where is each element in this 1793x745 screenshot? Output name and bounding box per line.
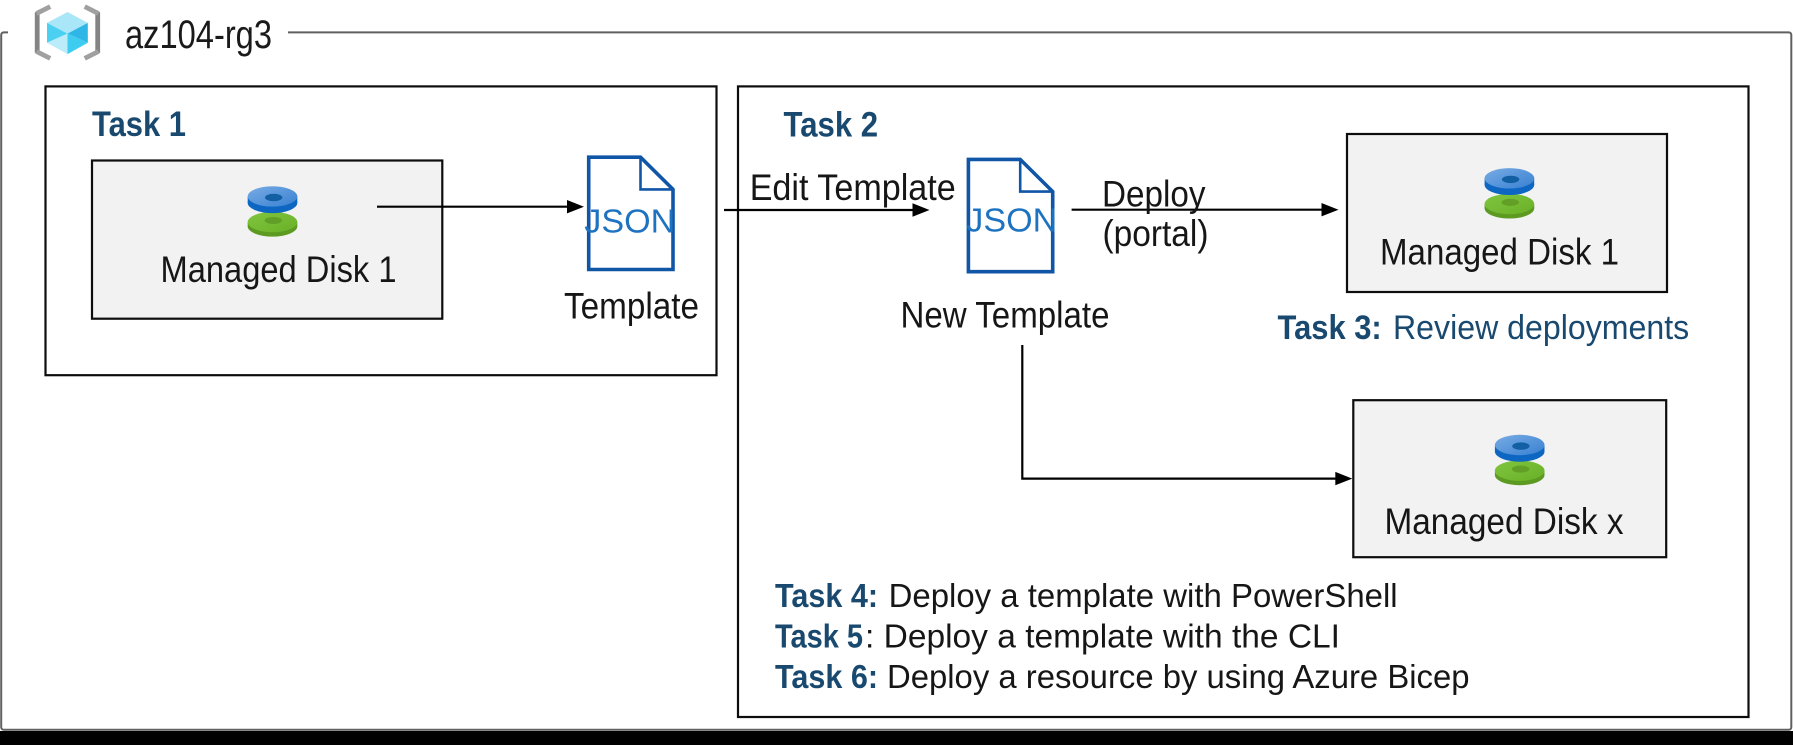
svg-text:Task 5: Task 5 (775, 618, 863, 655)
svg-text:Task 1: Task 1 (92, 105, 186, 144)
svg-text:Deploy a resource by using Azu: Deploy a resource by using Azure Bicep (887, 658, 1470, 695)
svg-text:Managed Disk 1: Managed Disk 1 (1380, 231, 1619, 272)
svg-text:Managed Disk 1: Managed Disk 1 (161, 249, 397, 290)
svg-text:(portal): (portal) (1103, 213, 1209, 254)
svg-text:Task 3:: Task 3: (1278, 309, 1382, 347)
svg-text:Review deployments: Review deployments (1393, 309, 1689, 347)
svg-text:JSON: JSON (584, 202, 675, 239)
svg-text:Managed Disk x: Managed Disk x (1385, 501, 1624, 542)
svg-text:JSON: JSON (966, 202, 1057, 239)
svg-text:Task 4:: Task 4: (775, 577, 878, 614)
svg-text:Task 2: Task 2 (784, 105, 879, 144)
svg-text:Deploy a template with PowerSh: Deploy a template with PowerShell (889, 577, 1398, 614)
svg-text:New Template: New Template (901, 294, 1110, 335)
svg-text:Deploy: Deploy (1102, 174, 1206, 215)
svg-text:Template: Template (564, 286, 699, 327)
svg-text:Edit Template: Edit Template (750, 167, 956, 208)
svg-text:Task 6:: Task 6: (775, 658, 878, 695)
svg-text:az104-rg3: az104-rg3 (125, 13, 272, 57)
svg-text:: Deploy a template with the C: : Deploy a template with the CLI (865, 618, 1340, 655)
